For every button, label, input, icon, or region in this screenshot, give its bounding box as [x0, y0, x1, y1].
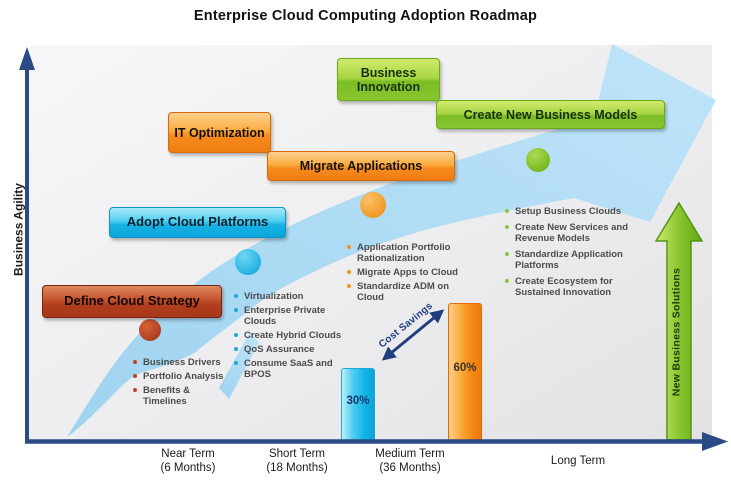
list-item-label: Business Drivers	[143, 357, 221, 368]
bullet-icon	[234, 333, 238, 337]
bullet-icon	[234, 361, 238, 365]
tick-line2: (18 Months)	[266, 461, 328, 474]
tick-line1: Long Term	[550, 455, 606, 467]
list-item-label: Application Portfolio Rationalization	[357, 242, 451, 264]
list-item: Benefits & Timelines	[133, 385, 235, 407]
list-item-label: Create Ecosystem for Sustained Innovatio…	[515, 276, 613, 298]
list-item: Virtualization	[234, 291, 354, 302]
phase-box-adopt-cloud-platforms: Adopt Cloud Platforms	[109, 207, 286, 238]
list-item: QoS Assurance	[234, 344, 354, 355]
tick-line1: Medium Term	[375, 448, 445, 460]
list-item-label: QoS Assurance	[244, 344, 315, 355]
bullet-list-near-term: Business Drivers Portfolio Analysis Bene…	[133, 357, 235, 410]
bullet-icon	[505, 252, 509, 256]
list-item: Enterprise Private Clouds	[234, 305, 354, 327]
list-item: Portfolio Analysis	[133, 371, 235, 382]
list-item-label: Setup Business Clouds	[515, 206, 622, 217]
tick-line2: (36 Months)	[379, 461, 441, 474]
y-axis-label: Business Agility	[11, 183, 26, 276]
bullet-icon	[347, 245, 351, 249]
list-item-label: Benefits & Timelines	[143, 385, 190, 407]
list-item: Consume SaaS and BPOS	[234, 358, 354, 380]
x-tick-medium-term: Medium Term (36 Months)	[350, 448, 470, 475]
bullet-icon	[234, 347, 238, 351]
list-item-label: Standardize Application Platforms	[515, 249, 623, 271]
phase-box-it-optimization: IT Optimization	[168, 112, 271, 153]
list-item-label: Migrate Apps to Cloud	[357, 267, 458, 278]
bullet-list-short-term: Virtualization Enterprise Private Clouds…	[234, 291, 354, 383]
bullet-icon	[133, 388, 137, 392]
list-item: Create Hybrid Clouds	[234, 330, 354, 341]
list-item: Create Ecosystem for Sustained Innovatio…	[505, 276, 638, 298]
bullet-icon	[234, 294, 238, 298]
phase-box-migrate-applications: Migrate Applications	[267, 151, 455, 181]
cost-savings-bar-short-term: 30%	[341, 368, 375, 441]
list-item: Create New Services and Revenue Models	[505, 222, 638, 244]
bullet-icon	[505, 225, 509, 229]
list-item-label: Portfolio Analysis	[143, 371, 224, 382]
list-item: Business Drivers	[133, 357, 235, 368]
list-item-label: Consume SaaS and BPOS	[244, 358, 333, 380]
list-item-label: Standardize ADM on Cloud	[357, 281, 450, 303]
phase-box-create-new-business-models: Create New Business Models	[436, 100, 665, 129]
bullet-icon	[234, 308, 238, 312]
phase-box-business-innovation: Business Innovation	[337, 58, 440, 101]
page-title: Enterprise Cloud Computing Adoption Road…	[193, 8, 538, 24]
list-item: Migrate Apps to Cloud	[347, 267, 469, 278]
cost-savings-bar-medium-term: 60%	[448, 303, 482, 441]
bullet-list-medium-term: Application Portfolio Rationalization Mi…	[347, 242, 469, 306]
list-item: Standardize Application Platforms	[505, 249, 638, 271]
bullet-icon	[505, 209, 509, 213]
bullet-icon	[505, 279, 509, 283]
bullet-icon	[133, 360, 137, 364]
list-item: Setup Business Clouds	[505, 206, 638, 217]
list-item-label: Create Hybrid Clouds	[244, 330, 342, 341]
x-tick-short-term: Short Term (18 Months)	[237, 448, 357, 475]
list-item-label: Create New Services and Revenue Models	[515, 222, 629, 244]
tick-line1: Near Term	[161, 448, 215, 460]
bullet-list-long-term: Setup Business Clouds Create New Service…	[505, 206, 638, 303]
list-item: Application Portfolio Rationalization	[347, 242, 469, 264]
phase-box-define-cloud-strategy: Define Cloud Strategy	[42, 285, 222, 318]
list-item-label: Enterprise Private Clouds	[244, 305, 326, 327]
new-business-solutions-label: New Business Solutions	[670, 267, 683, 397]
bullet-icon	[347, 284, 351, 288]
list-item: Standardize ADM on Cloud	[347, 281, 469, 303]
bullet-icon	[133, 374, 137, 378]
list-item-label: Virtualization	[244, 291, 304, 302]
tick-line1: Short Term	[268, 448, 326, 460]
x-tick-long-term: Long Term	[518, 448, 638, 469]
tick-line2: (6 Months)	[160, 461, 216, 474]
x-tick-near-term: Near Term (6 Months)	[128, 448, 248, 475]
bullet-icon	[347, 270, 351, 274]
